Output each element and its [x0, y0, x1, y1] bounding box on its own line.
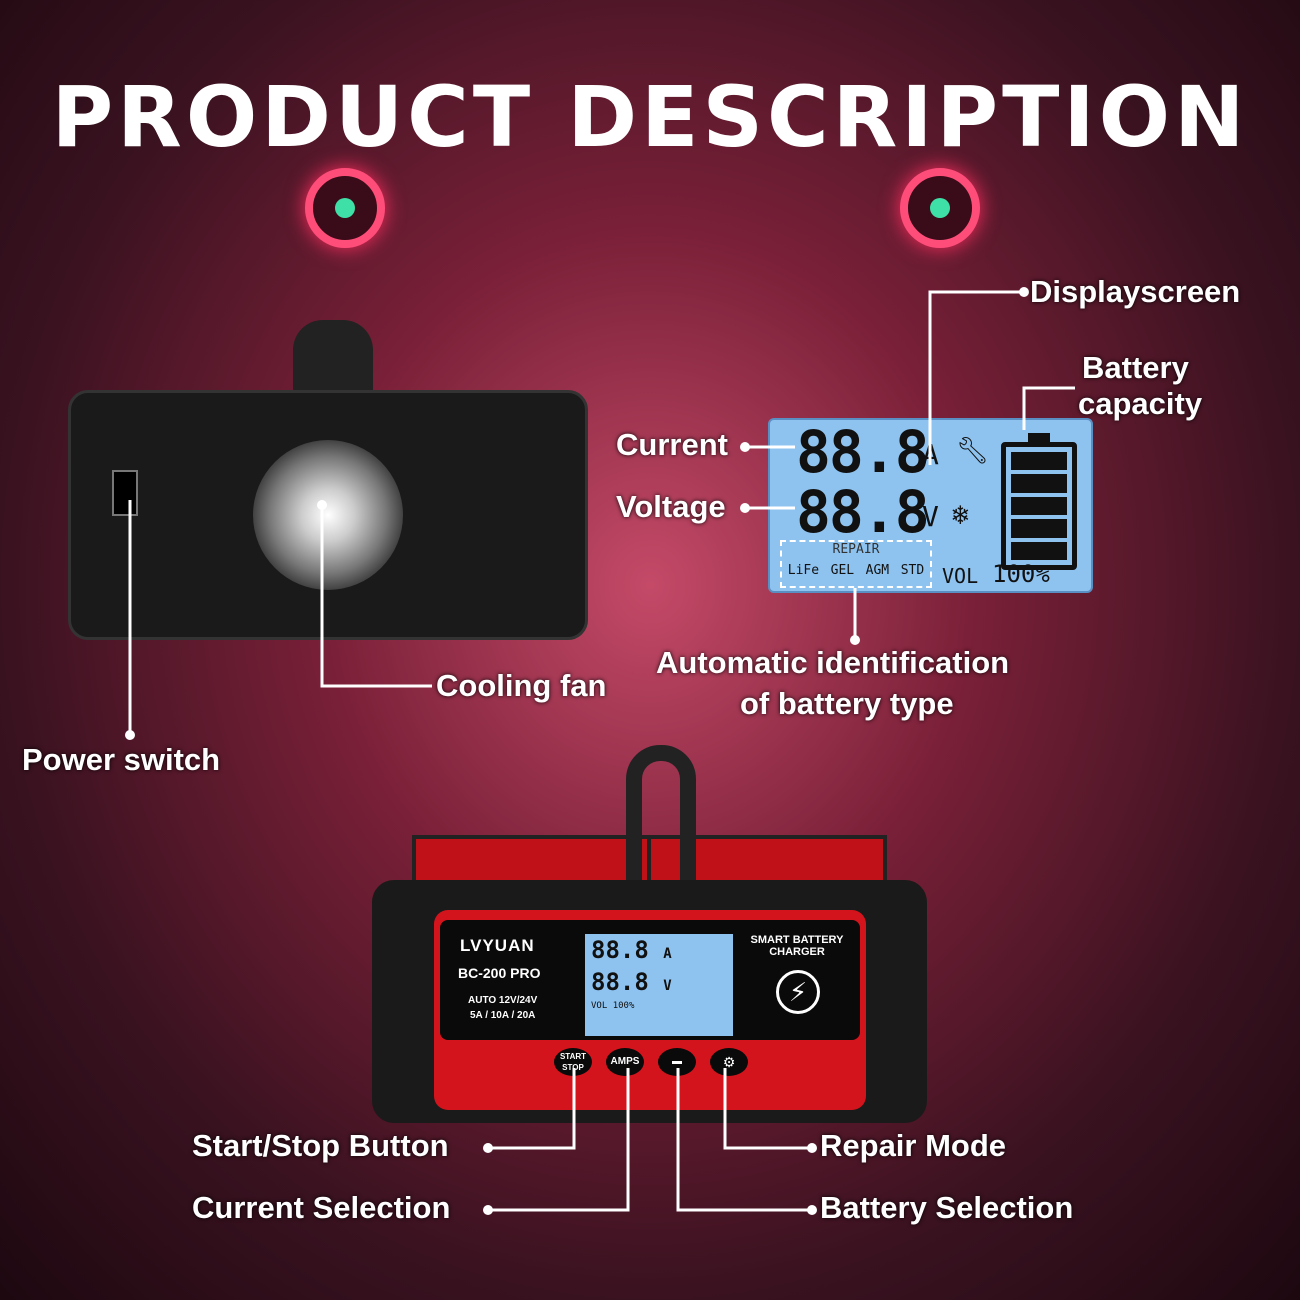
label-cooling-fan: Cooling fan: [436, 668, 607, 703]
label-displayscreen: Displayscreen: [1030, 274, 1241, 309]
type-gel: GEL: [830, 563, 855, 578]
mini-vol: VOL: [591, 1001, 608, 1011]
mini-a: A: [663, 946, 672, 962]
mini-lcd: 88.8 A 88.8 V VOL 100%: [585, 934, 733, 1036]
type-life: LiFe: [787, 563, 820, 578]
label-battery-selection: Battery Selection: [820, 1190, 1074, 1225]
label-power-switch: Power switch: [22, 742, 221, 777]
neon-light-left: [305, 168, 385, 248]
snowflake-icon: ❄: [952, 498, 969, 531]
front-panel: LVYUAN BC-200 PRO AUTO 12V/24V 5A / 10A …: [434, 910, 866, 1110]
charger-back-view: [68, 320, 588, 640]
type-std: STD: [900, 563, 925, 578]
voltage-readout: 88.8: [796, 478, 930, 546]
tagline-1: SMART BATTERY: [750, 934, 844, 946]
label-voltage: Voltage: [616, 489, 726, 524]
lightning-icon: ⚡︎: [776, 970, 820, 1014]
spec-voltage: AUTO 12V/24V: [468, 995, 538, 1006]
mini-current: 88.8: [591, 936, 649, 964]
page-title: PRODUCT DESCRIPTION: [51, 68, 1249, 166]
handle: [626, 745, 696, 895]
cooling-fan-image: [253, 440, 403, 590]
battery-type-box: REPAIR LiFe GEL AGM STD: [780, 540, 932, 588]
neon-light-right: [900, 168, 980, 248]
label-auto-identification-1: Automatic identification: [656, 645, 1010, 680]
label-battery-capacity-1: Battery: [1082, 350, 1189, 385]
volt-unit: V: [922, 500, 939, 533]
mini-percent: 100%: [612, 1001, 635, 1011]
mini-v: V: [663, 978, 672, 994]
repair-mode-button[interactable]: ⚙: [710, 1048, 748, 1076]
power-switch-image: [112, 470, 138, 516]
brand-logo: LVYUAN: [460, 936, 535, 955]
model-name: BC-200 PRO: [458, 965, 541, 981]
label-start-stop: Start/Stop Button: [192, 1128, 449, 1163]
tagline-2: CHARGER: [769, 946, 825, 958]
label-repair-mode: Repair Mode: [820, 1128, 1007, 1163]
panel-face: LVYUAN BC-200 PRO AUTO 12V/24V 5A / 10A …: [440, 920, 860, 1040]
label-battery-capacity-2: capacity: [1078, 386, 1203, 421]
repair-indicator: REPAIR: [832, 542, 880, 557]
battery-icon: [1001, 433, 1077, 570]
wrench-icon: 🔧︎: [956, 436, 990, 466]
amps-button[interactable]: AMPS: [606, 1048, 644, 1076]
gear-icon: ⚙: [722, 1054, 736, 1070]
label-current-selection: Current Selection: [192, 1190, 451, 1225]
current-readout: 88.8: [796, 418, 930, 486]
mini-voltage: 88.8: [591, 968, 649, 996]
battery-icon: ▬: [672, 1056, 682, 1067]
charger-front-view: LVYUAN BC-200 PRO AUTO 12V/24V 5A / 10A …: [372, 745, 927, 1123]
spec-current: 5A / 10A / 20A: [470, 1010, 536, 1021]
label-auto-identification-2: of battery type: [740, 686, 954, 721]
vol-indicator: VOL: [942, 564, 979, 588]
type-agm: AGM: [865, 563, 890, 578]
label-current: Current: [616, 427, 728, 462]
